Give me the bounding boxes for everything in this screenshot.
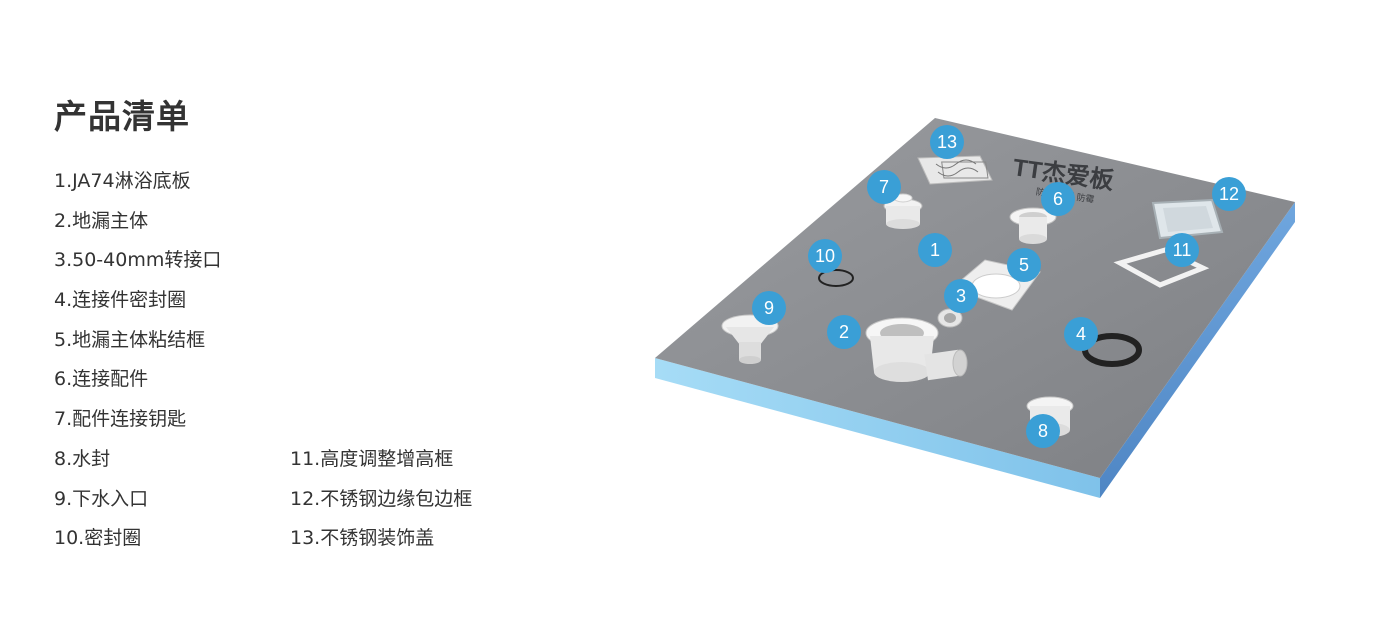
list-item: 9.下水入口 <box>54 487 149 510</box>
svg-text:4: 4 <box>1076 324 1086 344</box>
callout-8: 8 <box>1026 414 1060 448</box>
list-item: 6.连接配件 <box>54 368 149 391</box>
adapter-3 <box>937 308 963 328</box>
callout-6: 6 <box>1041 182 1075 216</box>
list-item: 13.不锈钢装饰盖 <box>290 527 435 550</box>
svg-text:9: 9 <box>764 298 774 318</box>
connection-fitting-6 <box>1009 207 1057 244</box>
svg-text:8: 8 <box>1038 421 1048 441</box>
list-item: 12.不锈钢边缘包边框 <box>290 487 473 510</box>
svg-text:10: 10 <box>815 246 835 266</box>
callout-1: 1 <box>918 233 952 267</box>
board-front-edge <box>655 358 1100 498</box>
stainless-cover-13 <box>917 155 993 185</box>
svg-text:11: 11 <box>1173 240 1192 260</box>
svg-text:5: 5 <box>1019 255 1029 275</box>
svg-text:2: 2 <box>839 322 849 342</box>
product-list-left: 1.JA74淋浴底板 2.地漏主体 3.50-40mm转接口 4.连接件密封圈 … <box>54 162 221 559</box>
svg-text:6: 6 <box>1053 189 1063 209</box>
svg-text:1: 1 <box>930 240 940 260</box>
list-item: 3.50-40mm转接口 <box>54 249 222 272</box>
list-item: 4.连接件密封圈 <box>54 289 187 312</box>
drain-body-2 <box>865 317 968 382</box>
callout-4: 4 <box>1064 317 1098 351</box>
water-inlet-9 <box>721 314 779 364</box>
height-adjust-frame-11 <box>1113 247 1210 288</box>
shower-board-illustration: TT杰爱板 防水 防潮 防霉 <box>600 100 1360 520</box>
board-right-edge <box>1100 202 1295 498</box>
svg-text:3: 3 <box>956 286 966 306</box>
callout-7: 7 <box>867 170 901 204</box>
callout-2: 2 <box>827 315 861 349</box>
list-item: 11.高度调整增高框 <box>290 448 454 470</box>
list-item: 10.密封圈 <box>54 527 142 550</box>
callout-10: 10 <box>808 239 842 273</box>
callout-12: 12 <box>1212 177 1246 211</box>
svg-text:13: 13 <box>937 132 957 152</box>
list-item: 8.水封 <box>54 447 111 470</box>
list-item: 2.地漏主体 <box>54 209 149 232</box>
callout-11: 11 <box>1165 233 1199 267</box>
list-item: 5.地漏主体粘结框 <box>54 328 206 351</box>
callout-9: 9 <box>752 291 786 325</box>
svg-text:7: 7 <box>879 177 889 197</box>
sealing-ring-10 <box>818 269 854 287</box>
callout-5: 5 <box>1007 248 1041 282</box>
list-item: 7.配件连接钥匙 <box>54 408 187 431</box>
list-item: 1.JA74淋浴底板 <box>54 170 191 192</box>
callout-3: 3 <box>944 279 978 313</box>
callout-13: 13 <box>930 125 964 159</box>
board-svg: TT杰爱板 防水 防潮 防霉 <box>655 118 1295 498</box>
product-list-right: 11.高度调整增高框 12.不锈钢边缘包边框 13.不锈钢装饰盖 <box>290 440 472 559</box>
svg-text:12: 12 <box>1219 184 1239 204</box>
fitting-key-7 <box>883 193 923 229</box>
page-title: 产品清单 <box>54 97 190 136</box>
